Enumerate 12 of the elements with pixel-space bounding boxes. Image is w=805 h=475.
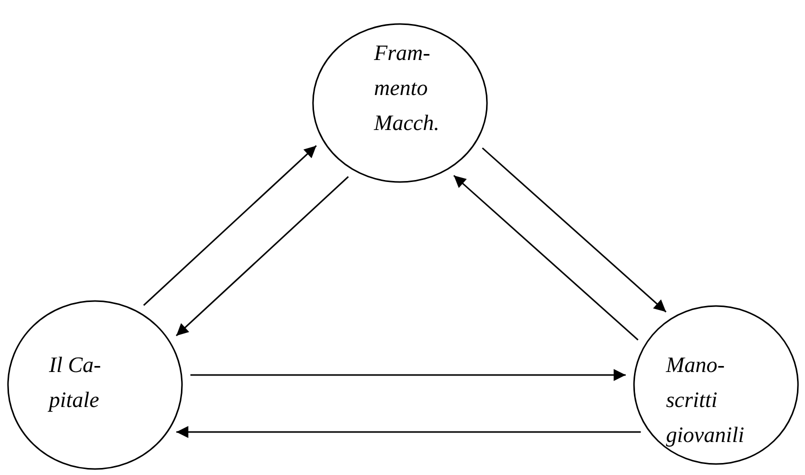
node-label: Il Ca- pitale: [49, 351, 102, 414]
arrow: [176, 426, 641, 438]
circle-node: [633, 305, 799, 465]
arrow: [176, 176, 349, 336]
arrow: [453, 174, 638, 340]
circle-node: [7, 300, 183, 470]
node-label: Mano- scritti giovanili: [666, 351, 746, 449]
arrow: [482, 147, 666, 312]
node-label: Fram- mento Macch.: [374, 39, 440, 137]
arrow: [190, 369, 626, 381]
circle-node: [312, 23, 488, 183]
arrow: [143, 145, 317, 306]
